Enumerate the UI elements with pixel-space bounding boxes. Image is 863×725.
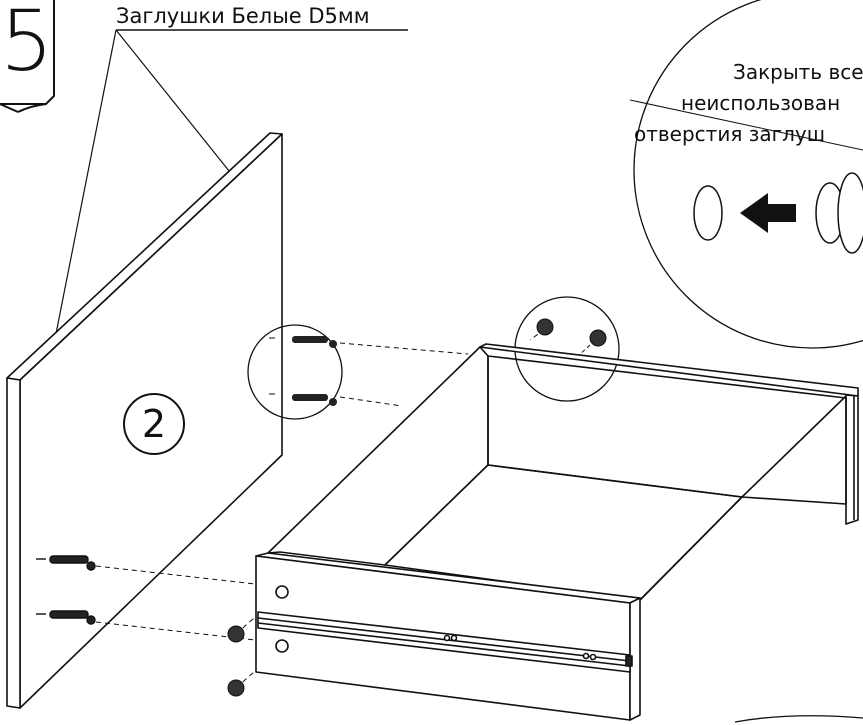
dowel-detail-circle <box>247 324 343 420</box>
note-line-1: Закрыть все <box>733 60 863 84</box>
step-box <box>0 0 55 113</box>
instruction-circle <box>629 0 863 349</box>
caps-loose <box>227 625 245 697</box>
next-detail-arc <box>734 715 863 723</box>
note-line-2: неиспользован <box>681 91 841 115</box>
part-number-badge: 2 <box>123 393 185 455</box>
drawer-box <box>255 343 859 721</box>
note-line-3: отверстия заглуш <box>634 122 826 146</box>
dowels-panel <box>36 555 96 625</box>
step-number: 5 <box>0 0 53 90</box>
part-title: Заглушки Белые D5мм <box>116 4 370 28</box>
